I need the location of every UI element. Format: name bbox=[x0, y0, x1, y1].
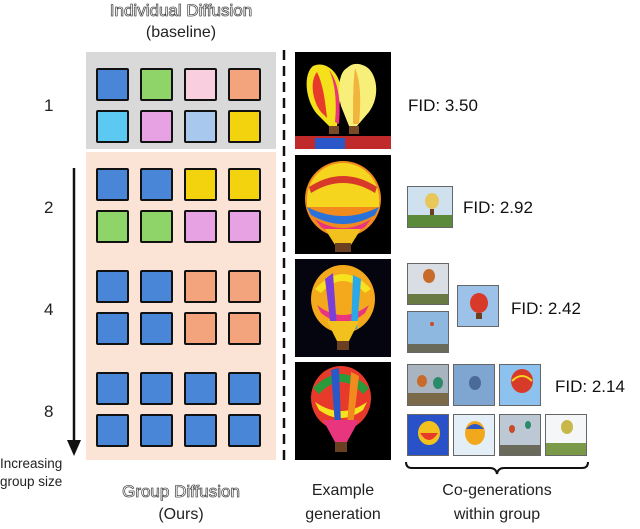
color-cell bbox=[96, 312, 129, 345]
co-generations-label: Co-generations bbox=[442, 482, 552, 499]
color-cell bbox=[96, 68, 129, 101]
color-cell bbox=[228, 68, 261, 101]
co-generation-thumbnail bbox=[453, 414, 495, 456]
color-cell bbox=[96, 270, 129, 303]
color-cell bbox=[140, 168, 173, 201]
color-cell bbox=[96, 168, 129, 201]
color-cell bbox=[140, 110, 173, 143]
example-image-row-1 bbox=[295, 52, 391, 149]
group-size-axis-label: group size bbox=[0, 474, 63, 489]
fid-score-row-4: FID: 2.42 bbox=[511, 299, 581, 318]
color-cell bbox=[184, 414, 217, 447]
dashed-separator bbox=[282, 50, 286, 462]
color-cell bbox=[228, 210, 261, 243]
example-image-row-8 bbox=[295, 362, 391, 460]
fid-score-row-8: FID: 2.14 bbox=[555, 377, 625, 396]
color-cell bbox=[184, 110, 217, 143]
color-cell bbox=[228, 110, 261, 143]
group-diffusion-title: Group Diffusion bbox=[122, 482, 240, 502]
color-cell bbox=[228, 372, 261, 405]
co-generation-thumbnail bbox=[407, 364, 449, 406]
fid-score-row-2: FID: 2.92 bbox=[463, 198, 533, 217]
example-image-row-2 bbox=[295, 155, 391, 254]
within-group-label: within group bbox=[453, 506, 541, 523]
increasing-arrow bbox=[67, 168, 81, 456]
color-cell bbox=[184, 68, 217, 101]
group-box bbox=[86, 152, 276, 460]
fid-score-row-1: FID: 3.50 bbox=[408, 96, 478, 115]
co-generation-thumbnail bbox=[407, 311, 449, 353]
color-cell bbox=[228, 270, 261, 303]
group-size-label-1: 1 bbox=[44, 96, 54, 115]
color-cell bbox=[140, 312, 173, 345]
group-size-label-2: 2 bbox=[44, 198, 54, 217]
color-cell bbox=[184, 312, 217, 345]
color-cell bbox=[184, 168, 217, 201]
example-label: Example bbox=[311, 482, 375, 499]
color-cell bbox=[96, 372, 129, 405]
group-size-label-8: 8 bbox=[44, 402, 54, 421]
group-size-label-4: 4 bbox=[44, 300, 54, 319]
co-generation-thumbnail bbox=[545, 414, 587, 456]
color-cell bbox=[228, 168, 261, 201]
co-generation-thumbnail bbox=[407, 186, 453, 228]
co-generation-thumbnail bbox=[457, 285, 499, 327]
co-generation-thumbnail bbox=[407, 414, 449, 456]
color-cell bbox=[140, 414, 173, 447]
color-cell bbox=[140, 270, 173, 303]
color-cell bbox=[184, 270, 217, 303]
color-cell bbox=[140, 372, 173, 405]
color-cell bbox=[228, 312, 261, 345]
generation-label: generation bbox=[305, 506, 381, 523]
individual-diffusion-title: Individual Diffusion bbox=[109, 1, 253, 21]
color-cell bbox=[96, 210, 129, 243]
increasing-label: Increasing bbox=[0, 456, 63, 471]
color-cell bbox=[96, 414, 129, 447]
co-generation-thumbnail bbox=[453, 364, 495, 406]
color-cell bbox=[96, 110, 129, 143]
co-generation-thumbnail bbox=[499, 364, 541, 406]
co-generation-thumbnail bbox=[499, 414, 541, 456]
color-cell bbox=[228, 414, 261, 447]
example-image-row-4 bbox=[295, 259, 391, 357]
baseline-subtitle: (baseline) bbox=[145, 24, 217, 41]
color-cell bbox=[184, 210, 217, 243]
co-generation-thumbnail bbox=[407, 263, 449, 305]
color-cell bbox=[140, 210, 173, 243]
color-cell bbox=[184, 372, 217, 405]
color-cell bbox=[140, 68, 173, 101]
ours-subtitle: (Ours) bbox=[158, 506, 204, 523]
co-generation-bracket bbox=[405, 461, 589, 475]
